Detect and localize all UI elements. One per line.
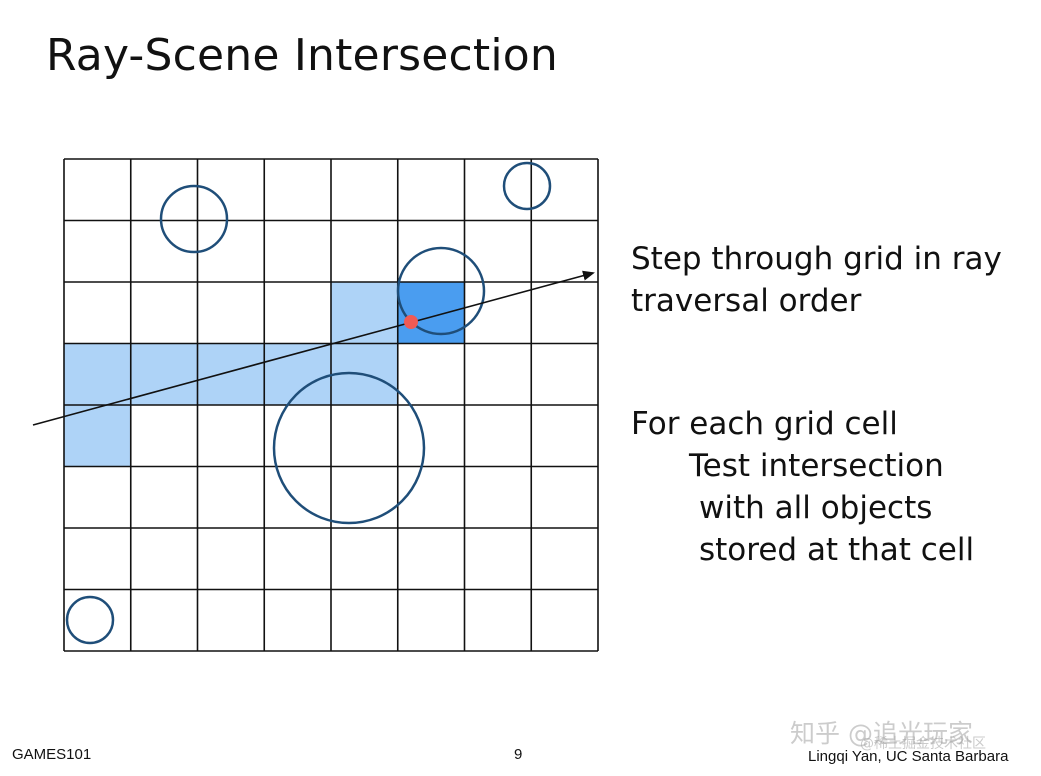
hit-cell	[397, 282, 465, 344]
foreach-line-1: For each grid cell	[631, 406, 898, 442]
cells-layer	[64, 282, 465, 467]
sphere-object	[65, 595, 115, 645]
watermark-sub: @稀土掘金技术社区	[860, 736, 986, 752]
scene-objects	[65, 161, 552, 645]
foreach-line-4: stored at that cell	[699, 532, 975, 568]
foreach-line-2: Test intersection	[689, 448, 944, 484]
sphere-object	[272, 371, 426, 525]
footer-course: GAMES101	[12, 746, 92, 763]
traversed-cell	[197, 343, 265, 405]
grid-lines	[63, 158, 599, 652]
footer-page-number: 9	[514, 746, 523, 763]
sphere-object	[502, 161, 552, 211]
ray-arrow	[32, 270, 595, 426]
slide-title: Ray-Scene Intersection	[46, 30, 558, 81]
step-line-1: Step through grid in ray	[631, 241, 1002, 277]
step-line-2: traversal order	[631, 283, 862, 319]
traversed-cell	[64, 405, 131, 467]
sphere-object	[159, 184, 229, 254]
sphere-object	[396, 246, 486, 336]
step-through-text: Step through grid in ray traversal order	[631, 238, 1002, 322]
traversed-cell	[64, 343, 131, 405]
watermark: 知乎 @追光玩家	[790, 719, 973, 748]
for-each-cell-text: For each grid cell Test intersection wit…	[631, 403, 974, 571]
intersection-point	[404, 315, 418, 329]
footer-author: Lingqi Yan, UC Santa Barbara	[808, 748, 1009, 765]
foreach-line-3: with all objects	[699, 490, 933, 526]
traversed-cell	[331, 282, 398, 344]
